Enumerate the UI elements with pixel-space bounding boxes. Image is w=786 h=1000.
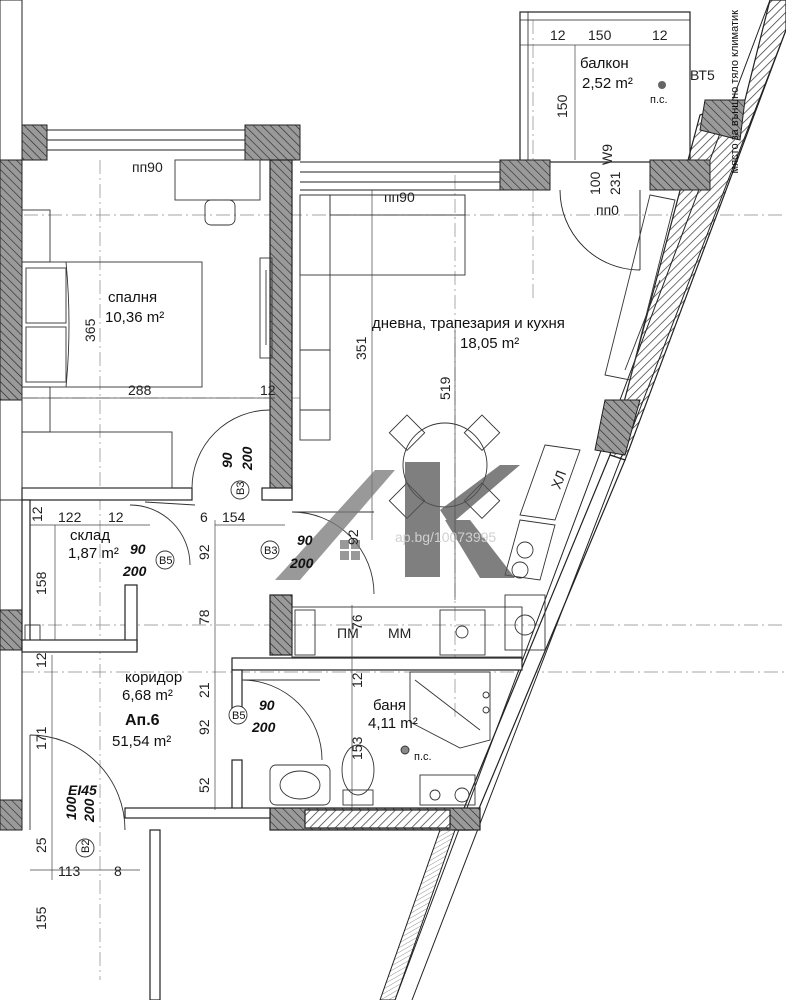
pp0-label: пп0 [596, 202, 619, 218]
apartment-area: 51,54 m² [112, 733, 171, 750]
dim-l-171: 171 [33, 726, 49, 750]
dimension-lines [22, 44, 690, 880]
dim-cor-52: 52 [196, 777, 212, 793]
storage-area: 1,87 m² [68, 545, 119, 562]
door-h-5: 200 [81, 798, 97, 823]
dim-st-12b: 12 [108, 509, 124, 525]
left-walls [0, 0, 23, 831]
apartment-name: Ап.6 [125, 712, 160, 729]
door-h: 200 [239, 446, 255, 471]
dim-bal-12a: 12 [550, 27, 566, 43]
bathroom-name: баня [373, 697, 406, 714]
dim-bed-h: 365 [82, 318, 98, 342]
ei45-label: EI45 [68, 782, 97, 798]
dim-liv-total: 519 [437, 376, 453, 400]
storage-name: склад [70, 527, 110, 544]
bedroom-name: спалня [108, 289, 157, 306]
door-tag: B3 [235, 482, 247, 495]
door-h-4: 200 [251, 719, 276, 735]
door-w-5: 100 [63, 796, 79, 820]
dim-bal-h: 150 [554, 94, 570, 118]
dim-cor-92c: 92 [196, 719, 212, 735]
dim-l-155: 155 [33, 906, 49, 930]
hl-label: ХЛ [548, 468, 569, 491]
vt5-label: ВТ5 [690, 67, 715, 83]
dim-st-158: 158 [33, 571, 49, 595]
door-tag-4: B5 [232, 710, 245, 722]
living-name: дневна, трапезария и кухня [372, 315, 565, 332]
dim-cor-6: 6 [200, 509, 208, 525]
door-h-3: 200 [122, 563, 147, 579]
window-w: 100 [587, 171, 603, 195]
corridor-area: 6,68 m² [122, 687, 173, 704]
dim-st-12a: 12 [29, 506, 45, 522]
dim-liv-h: 351 [353, 336, 369, 360]
door-specs: 90 200 B3 90 200 B3 90 200 B5 90 200 B5 … [63, 446, 314, 858]
bedroom-furniture [21, 159, 273, 489]
balcony-area [499, 11, 711, 271]
door-w-3: 90 [130, 541, 146, 557]
diagonal-exterior-wall [379, 0, 786, 1000]
dim-l-8: 8 [114, 863, 122, 879]
misc-labels: п.с. ВТ5 пп90 пп90 пп0 W9 ПМ ММ ХЛ п.с. … [68, 10, 741, 798]
pp90-label-2: пп90 [384, 189, 415, 205]
door-w-2: 90 [297, 532, 313, 548]
dim-cor-154: 154 [222, 509, 246, 525]
door-tag-2: B3 [264, 545, 277, 557]
dim-k-12: 12 [349, 672, 365, 688]
dim-l-113: 113 [58, 863, 81, 879]
room-labels: балкон 2,52 m² спалня 10,36 m² дневна, т… [68, 55, 633, 750]
w9-label: W9 [599, 144, 615, 165]
dim-bal-12b: 12 [652, 27, 668, 43]
bathroom-area: 4,11 m² [368, 715, 418, 732]
door-w-4: 90 [259, 697, 275, 713]
side-note: място за външно тяло климатик [729, 10, 741, 174]
window-spec: 100 231 [587, 171, 623, 195]
door-swings [29, 409, 375, 831]
ps-label-2: п.с. [414, 751, 432, 763]
door-w: 90 [219, 452, 235, 468]
door-tag-5: B2 [80, 840, 92, 853]
balcony-name: балкон [580, 55, 629, 72]
balcony-area: 2,52 m² [582, 75, 633, 92]
pp90-label: пп90 [132, 159, 163, 175]
corridor-name: коридор [125, 669, 182, 686]
door-h-2: 200 [289, 555, 314, 571]
watermark-text: ap.bg/10073995 [395, 529, 496, 545]
dim-st-122: 122 [58, 509, 82, 525]
watermark-logo: ap.bg/10073995 [275, 462, 520, 580]
dim-cor-21: 21 [196, 682, 212, 698]
living-area: 18,05 m² [460, 335, 519, 352]
dim-bal-w: 150 [588, 27, 612, 43]
window-h: 231 [607, 171, 623, 195]
top-facade [21, 124, 500, 191]
dim-bed-w: 288 [128, 382, 152, 398]
door-tag-3: B5 [159, 555, 172, 567]
dim-bed-12: 12 [260, 382, 276, 398]
pm-label: ПМ [337, 625, 359, 641]
dim-b-153: 153 [349, 736, 365, 760]
dim-cor-78: 78 [196, 609, 212, 625]
dim-k-76: 76 [349, 614, 365, 630]
bedroom-area: 10,36 m² [105, 309, 164, 326]
interior-walls [21, 159, 523, 1000]
dimension-labels: 12 150 12 150 365 288 12 351 519 12 122 … [29, 27, 668, 930]
mm-label: ММ [388, 625, 411, 641]
dim-l-12: 12 [33, 652, 49, 668]
ps-label: п.с. [650, 94, 668, 106]
dim-cor-92a: 92 [196, 544, 212, 560]
bathroom-fixtures [24, 624, 491, 806]
dim-l-25: 25 [33, 837, 49, 853]
dim-cor-92b: 92 [345, 529, 361, 545]
